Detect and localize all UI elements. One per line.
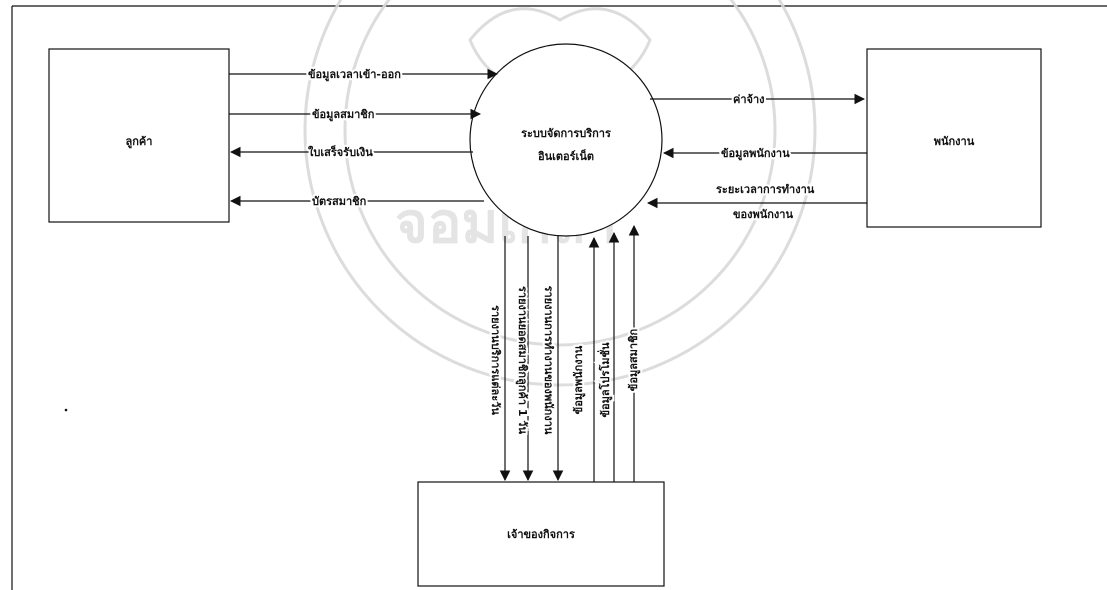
system-label-line1: ระบบจัดการบริการ [521,127,611,140]
stray-dot [64,408,68,412]
flow-label-employee-out: ค่าจ้าง [733,93,765,106]
flow-label-employee-in-2a: ระยะเวลาการทำงาน [716,183,815,196]
system-label-line2: อินเตอร์เน็ต [538,149,594,163]
flow-label-owner-out-3: รายงานการทำงานของพนักงาน [542,286,555,435]
flow-label-owner-in-3: ข้อมูลสมาชิก [627,328,641,391]
flow-label-owner-in-2: ข้อมูลโปรโมชั่น [597,342,613,418]
seal-inner-ring [343,0,777,347]
flow-label-customer-in-2: ข้อมูลสมาชิก [312,108,375,122]
flow-label-employee-in-2b: ของพนักงาน [733,208,793,221]
flow-label-customer-out-1: ใบเสร็จรับเงิน [308,145,373,159]
flow-label-customer-out-2: บัตรสมาชิก [312,195,367,208]
flow-label-owner-out-2: รายงานยอดสมาชิกลูกค้า 1 วัน [515,286,529,434]
owner-entity [417,481,665,587]
system-process [469,43,663,237]
employee-entity [866,48,1042,228]
employee-label: พนักงาน [934,135,975,148]
owner-label: เจ้าของกิจการ [507,528,575,541]
customer-entity [48,48,230,223]
flow-label-owner-out-1: รายงานบริการแต่ละวัน [489,305,502,415]
flow-label-employee-in-1: ข้อมูลพนักงาน [721,147,790,161]
customer-label: ลูกค้า [126,135,153,149]
flow-label-customer-in-1: ข้อมูลเวลาเข้า-ออก [308,68,401,82]
seal-outer-ring [303,0,817,387]
flow-label-owner-in-1: ข้อมูลพนักงาน [572,345,586,414]
